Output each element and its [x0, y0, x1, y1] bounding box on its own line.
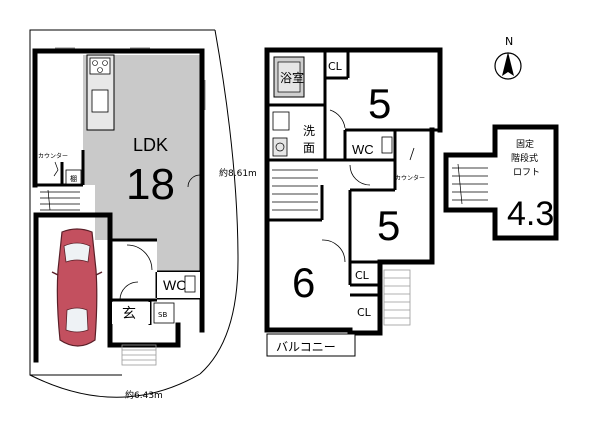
north-label: N [505, 35, 513, 48]
stove [89, 57, 111, 75]
ldk-size: 18 [126, 160, 175, 209]
sink [91, 89, 109, 113]
stairs-2f [272, 169, 318, 211]
shelf [65, 169, 82, 185]
closet-label-3: CL [357, 306, 372, 319]
exterior-steps [383, 269, 411, 326]
room-a-size: 5 [368, 80, 391, 127]
loft-title-2: 階段式 [511, 152, 538, 164]
width-dimension: 約6.43m [125, 389, 163, 401]
stairs-1f [40, 189, 80, 211]
second-floor-plan: 浴室 洗 面 CL 5 WC カウンター 5 6 CL CL [264, 47, 443, 357]
north-arrow-icon [502, 52, 514, 76]
loft-title-1: 固定 [516, 138, 534, 150]
site-boundary [29, 29, 239, 398]
counter-label-2f: カウンター [395, 174, 425, 182]
loft-stairs [452, 163, 488, 205]
depth-dimension: 約8.61m [219, 167, 257, 179]
ldk-label: LDK [133, 135, 168, 155]
loft-plan: 固定 階段式 ロフト 4.3 [443, 124, 559, 241]
entrance-label: 玄 [122, 305, 136, 322]
washroom-label-2: 面 [303, 141, 315, 155]
wc-label-2f: WC [352, 142, 374, 157]
shelf-label: 棚 [70, 174, 77, 183]
balcony-label: バルコニー [276, 340, 336, 354]
shoe-box [153, 302, 175, 324]
washroom-label-1: 洗 [303, 124, 315, 138]
north-compass: N [494, 35, 522, 80]
bath-label: 浴室 [280, 70, 304, 85]
closet-label-2: CL [355, 269, 370, 282]
room-c-size: 6 [292, 259, 315, 306]
entrance-steps [121, 344, 157, 366]
shoe-box-label: SB [158, 311, 167, 319]
loft-title-3: ロフト [513, 168, 540, 178]
counter-label-1f: カウンター [38, 152, 68, 160]
entrance [112, 302, 150, 324]
wc-label-1f: WC [163, 277, 186, 293]
loft-size: 4.3 [507, 195, 554, 233]
car-icon [51, 228, 103, 347]
closet-label-1: CL [328, 60, 343, 73]
first-floor-plan: カウンター 棚 LDK 18 WC 玄 SB [32, 47, 206, 366]
room-b-size: 5 [377, 202, 400, 249]
wash-basin [272, 137, 288, 157]
balcony [266, 333, 356, 357]
